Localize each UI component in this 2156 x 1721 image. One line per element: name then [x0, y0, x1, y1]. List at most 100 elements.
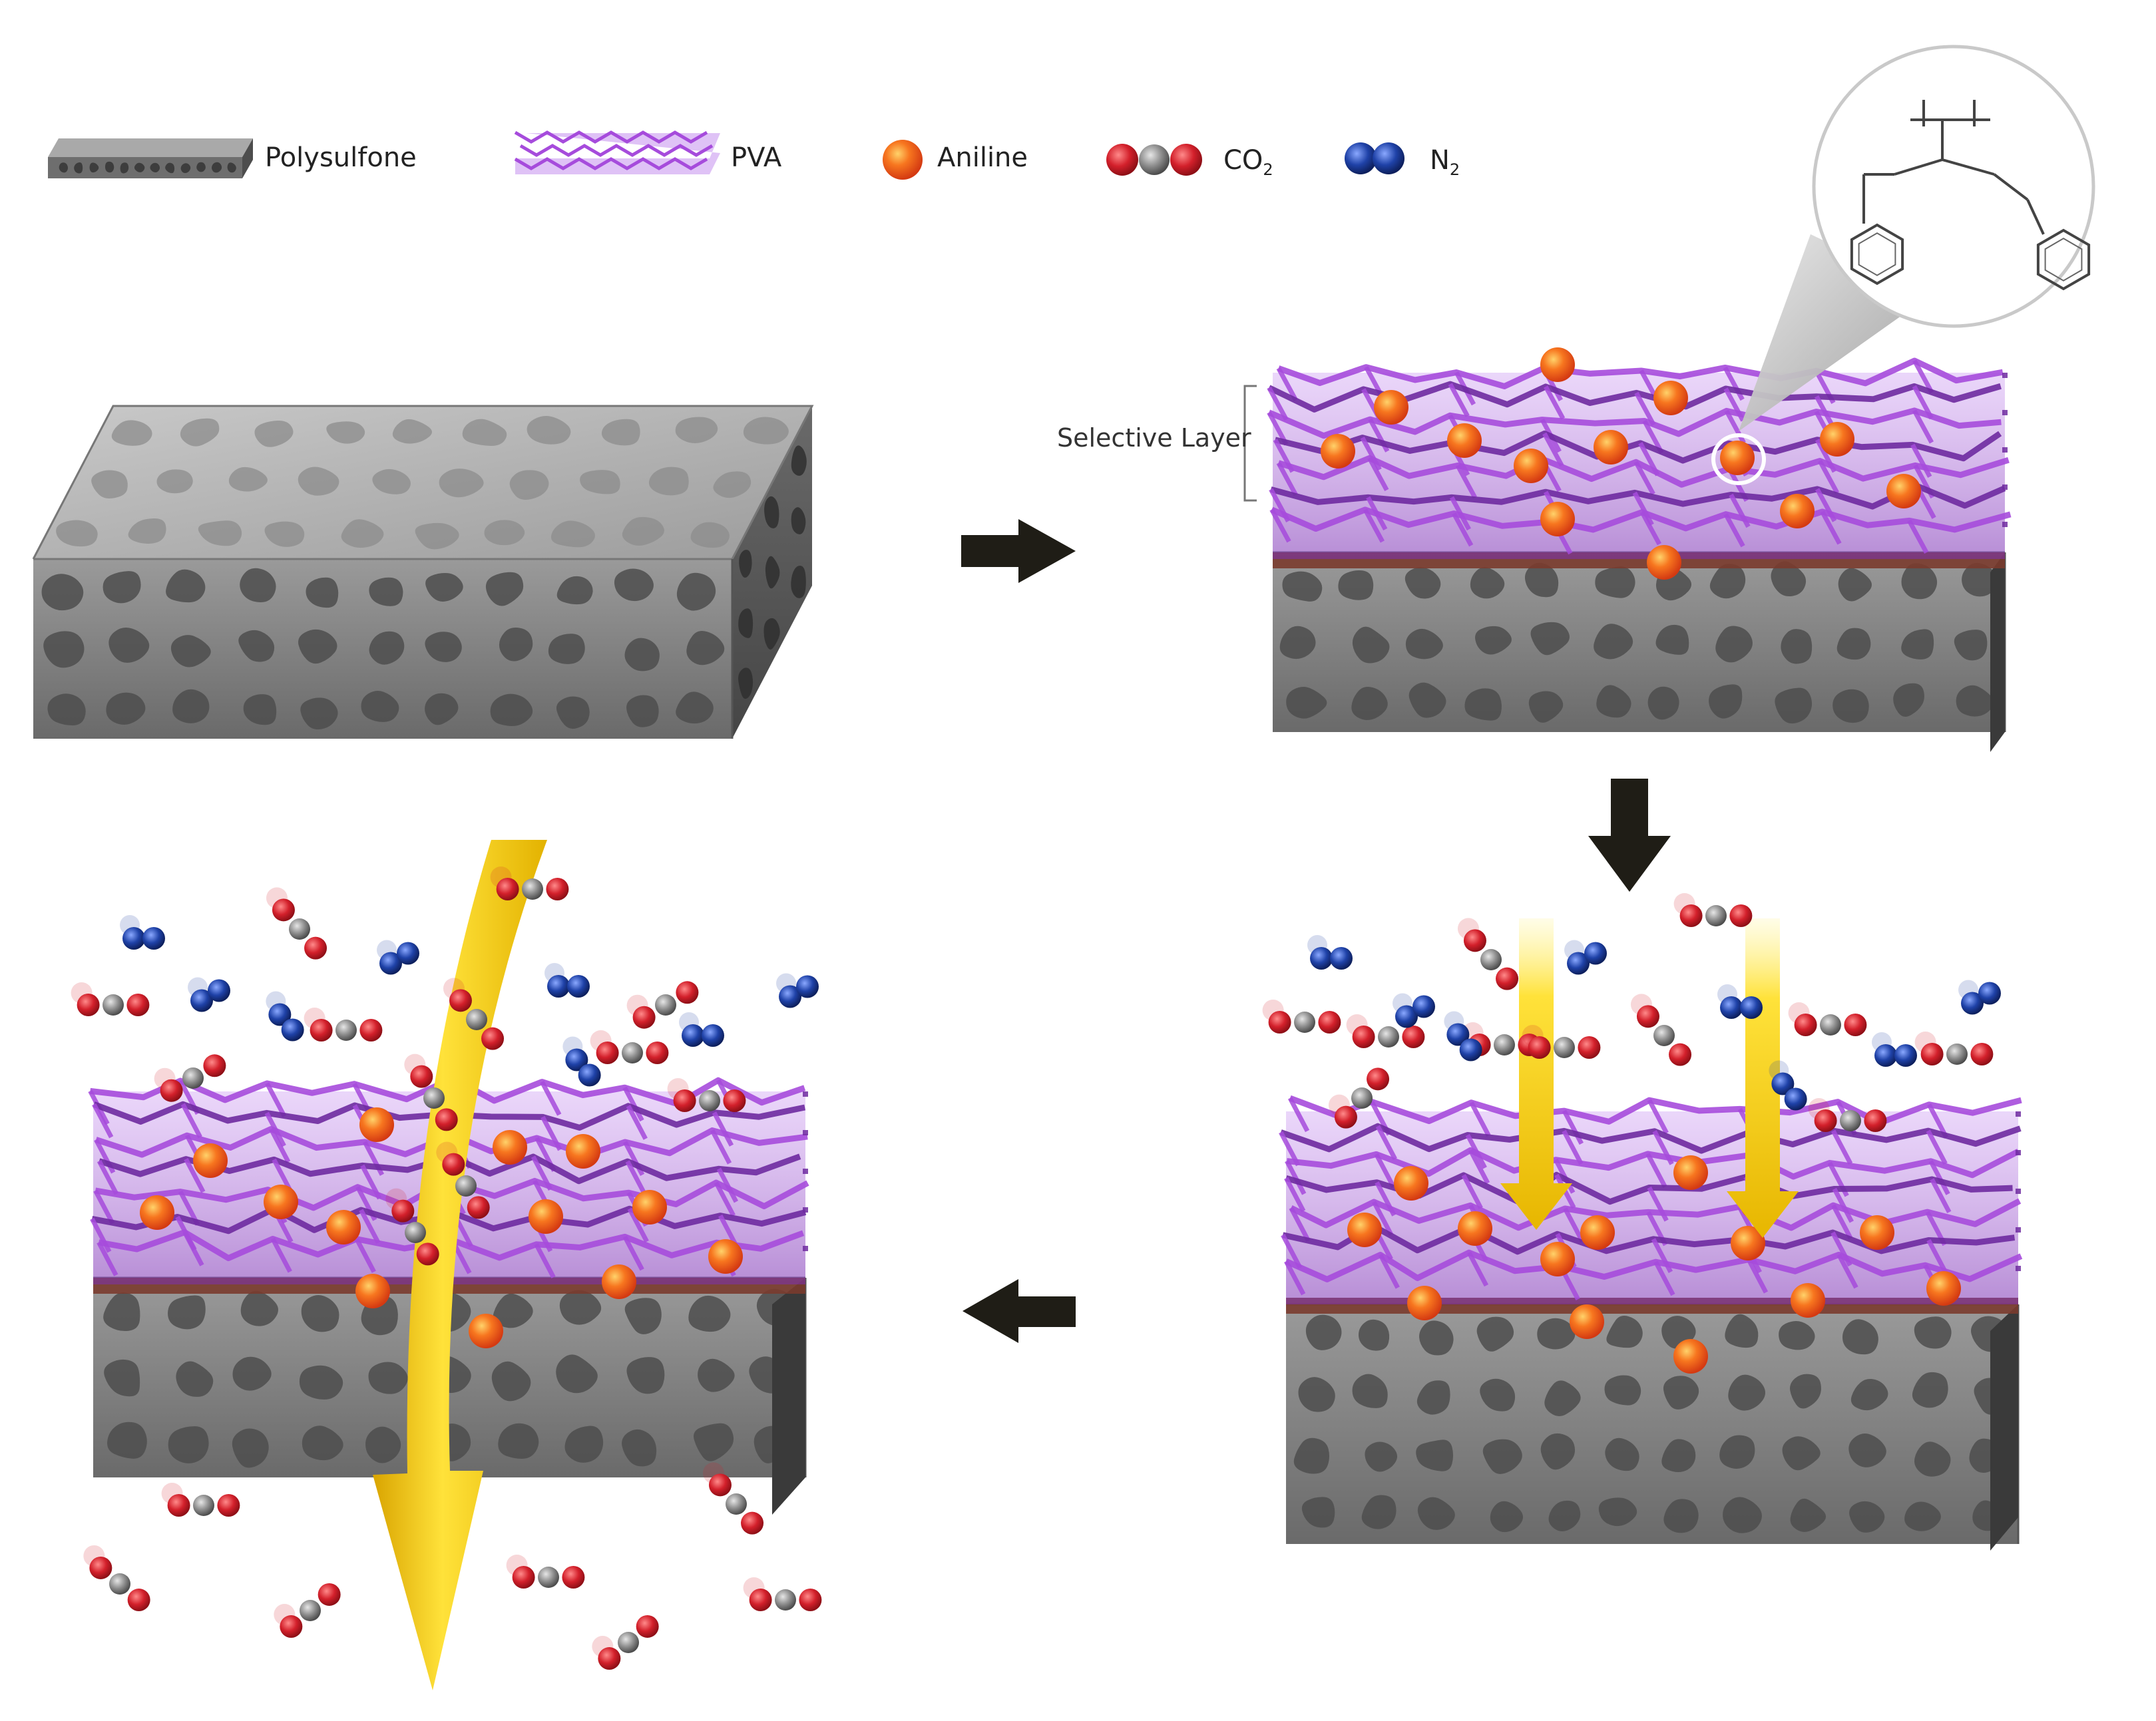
pva-link [710, 1129, 732, 1165]
aniline-particle [1647, 545, 1681, 580]
legend-co2-label: CO2 [1223, 145, 1273, 179]
aniline-sphere [1791, 1283, 1825, 1318]
pva-link [1276, 367, 1298, 401]
aniline-particle [359, 1107, 394, 1142]
aniline-particle [355, 1274, 390, 1308]
panel3-polysulfone-block [1286, 1303, 2020, 1544]
legend-co2-swatch [1106, 144, 1202, 176]
pva-link [712, 1111, 734, 1147]
legend-pva-swatch [514, 130, 720, 174]
pore [299, 1365, 343, 1400]
pore [1419, 1320, 1454, 1356]
yellow-flow-arrow-icon [1727, 918, 1799, 1238]
pore [1476, 1316, 1514, 1352]
co2-carbon-atom [1554, 1037, 1575, 1058]
pva-link [1817, 459, 1840, 494]
pore [134, 162, 145, 172]
benzene-ring-inner [1858, 232, 1896, 276]
pore [108, 628, 150, 663]
pore [491, 1361, 531, 1402]
aniline-sphere [1673, 1339, 1708, 1374]
pore [180, 163, 191, 174]
pva-link [625, 1160, 647, 1196]
panel3-flow-arrow-left [1500, 918, 1572, 1230]
n2-molecule [1564, 940, 1607, 975]
pore [601, 419, 640, 446]
pore [765, 556, 780, 589]
pva-link [354, 1238, 376, 1273]
chemical-structure-magnifier [1711, 45, 2095, 485]
pore [103, 1292, 140, 1332]
panel3-flow-arrow-right [1727, 918, 1799, 1238]
pore [1293, 1437, 1330, 1474]
co2-molecule [1914, 1032, 1994, 1065]
pore [1893, 683, 1924, 717]
co2-oxygen-atom [546, 878, 569, 900]
n2-nitrogen-atom [1395, 1005, 1418, 1028]
n2-nitrogen-atom [779, 985, 802, 1008]
pva-link [534, 1243, 556, 1278]
aniline-particle [469, 1314, 503, 1348]
benzene-ring [2036, 228, 2091, 291]
block-side-face [772, 1278, 805, 1515]
pore [1719, 1435, 1755, 1469]
pore [106, 692, 146, 725]
co2-carbon-atom [655, 994, 676, 1016]
co2-oxygen-atom [636, 1615, 659, 1638]
co2-oxygen-atom [126, 994, 150, 1016]
pore [425, 632, 462, 662]
pva-link [1912, 359, 1934, 394]
aniline-sphere [1580, 1215, 1615, 1250]
aniline-particle [566, 1134, 600, 1169]
pva-link [1542, 432, 1564, 467]
panel3-pva-layer [1279, 1095, 2023, 1314]
pva-link [1544, 385, 1566, 420]
co2-oxygen-atom [1636, 1005, 1659, 1028]
pva-link [1634, 391, 1656, 427]
pva-link [1723, 366, 1745, 401]
pore [686, 631, 725, 666]
pore [548, 634, 585, 664]
pore [743, 417, 789, 445]
block-front-face [1273, 552, 2005, 732]
permeate-co2-molecule [592, 1615, 659, 1670]
pva-link [1284, 1260, 1306, 1296]
n2-nitrogen-atom [547, 975, 570, 998]
pore [1490, 1501, 1524, 1533]
magnifier-circle [1812, 45, 2095, 328]
co2-oxygen-atom [304, 936, 327, 960]
pore [300, 697, 338, 730]
aniline-particle [1458, 1211, 1492, 1246]
pore [372, 469, 411, 494]
pva-link [1563, 1207, 1585, 1243]
co2-oxygen-atom [1844, 1014, 1867, 1036]
co2-carbon-atom [1946, 1044, 1968, 1065]
n2-nitrogen-atom [268, 1003, 292, 1026]
pore [254, 420, 294, 447]
co2-carbon-atom [289, 918, 310, 940]
pore [1848, 1434, 1886, 1467]
aniline-sphere [1820, 422, 1854, 457]
pva-link [97, 1241, 118, 1276]
bond-line [1993, 173, 2029, 201]
pore [365, 1426, 401, 1463]
pore [1962, 562, 1998, 597]
process-arrow-left [963, 1279, 1076, 1343]
benzene-ring [1850, 223, 1904, 286]
co2-oxygen-atom [1367, 1067, 1390, 1091]
pva-link [1284, 1177, 1306, 1213]
pore [298, 629, 337, 664]
pore [1781, 629, 1813, 664]
aniline-sphere [1570, 1304, 1604, 1339]
pore [227, 162, 236, 173]
pva-link [1645, 1153, 1667, 1188]
pore [739, 550, 752, 578]
pore [1416, 1439, 1454, 1471]
co2-carbon-atom [775, 1589, 796, 1611]
pore [89, 162, 99, 173]
pore [104, 1359, 140, 1397]
pore [1475, 626, 1512, 655]
co2-oxygen-atom [1970, 1043, 1994, 1065]
pva-link [1562, 1109, 1584, 1145]
co2-carbon-atom [1139, 144, 1170, 175]
